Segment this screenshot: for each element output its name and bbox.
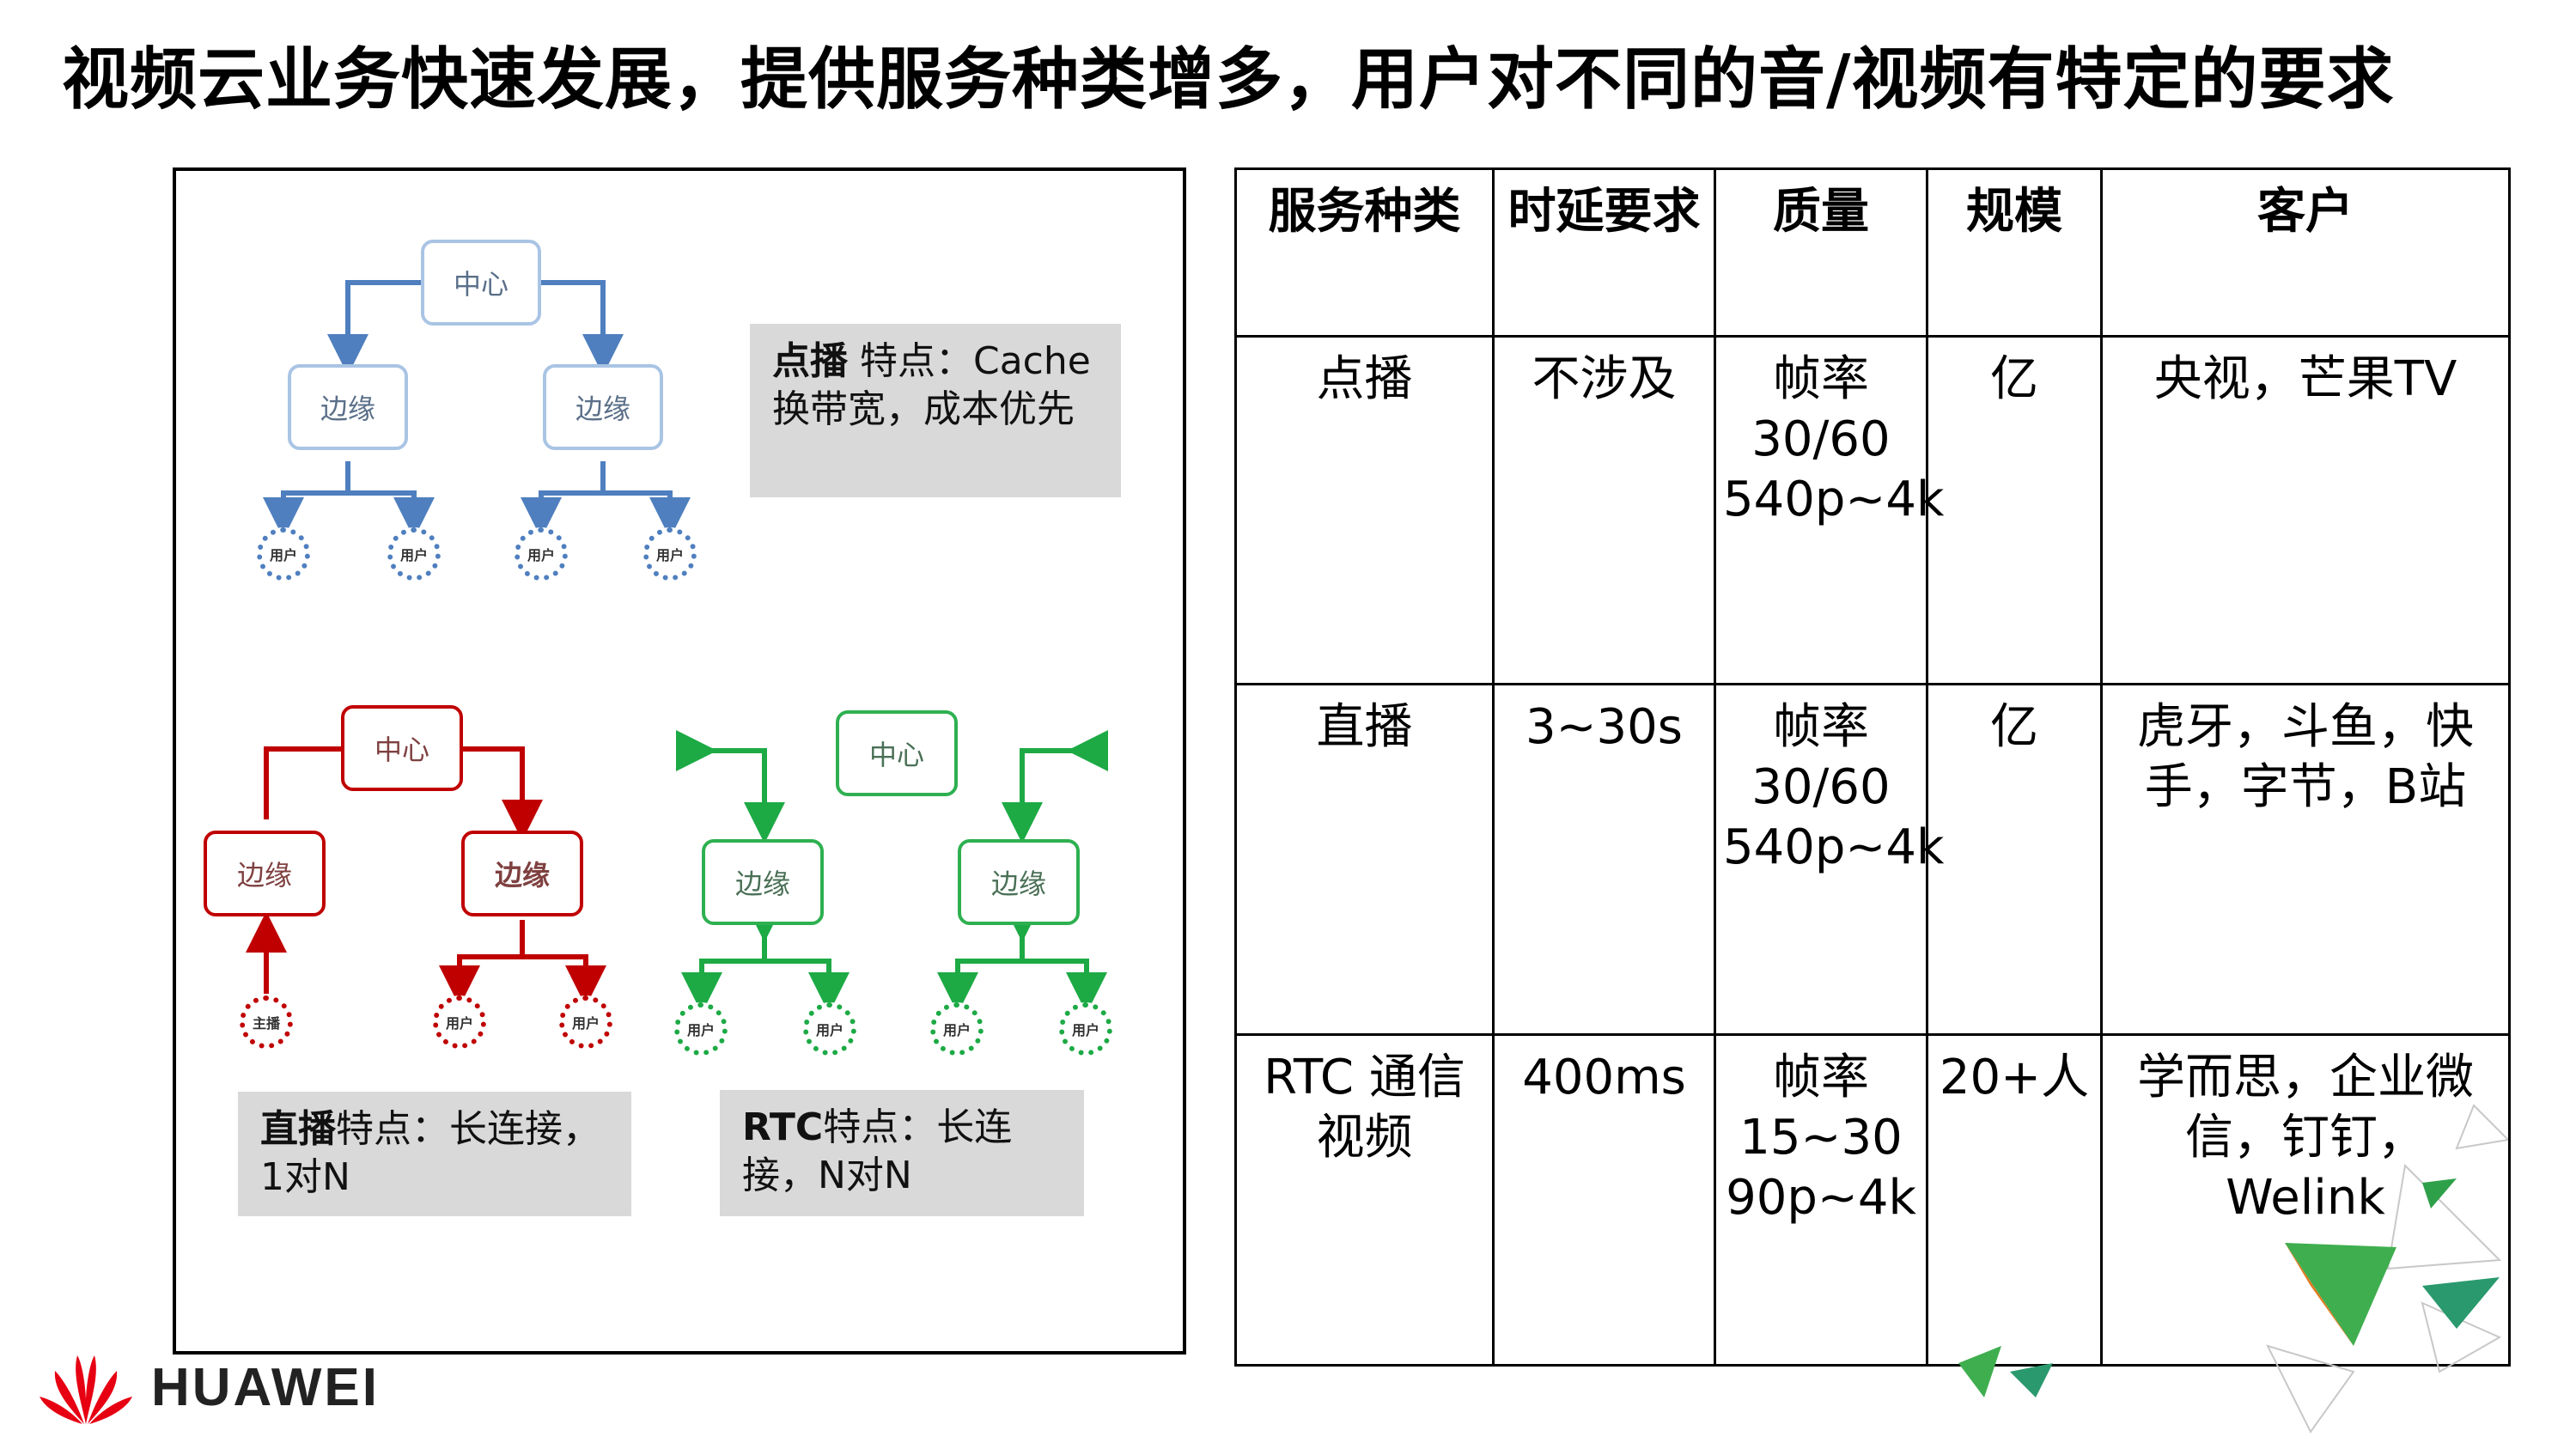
cell-scale: 20+人 — [1926, 1033, 2103, 1367]
logo-text: HUAWEI — [151, 1357, 380, 1417]
table-row: 点播 不涉及 帧率30/60 540p~4k 亿 央视，芒果TV — [1234, 335, 2511, 685]
header-service-type: 服务种类 — [1234, 167, 1495, 338]
cell-latency: 不涉及 — [1492, 335, 1716, 685]
rtc-center-node: 中心 — [836, 710, 958, 796]
page-title: 视频云业务快速发展，提供服务种类增多，用户对不同的音/视频有特定的要求 — [62, 41, 2395, 119]
huawei-logo: HUAWEI — [34, 1349, 380, 1426]
header-scale: 规模 — [1926, 167, 2103, 338]
rtc-note-text: 特点：长连接，N对N — [742, 1105, 1013, 1197]
service-comparison-table: 服务种类 时延要求 质量 规模 客户 点播 不涉及 帧率30/60 540p~4… — [1234, 167, 2511, 1367]
vod-user-node: 用户 — [387, 527, 441, 581]
live-user-node: 用户 — [433, 995, 486, 1049]
cell-quality: 帧率15~30 90p~4k — [1714, 1033, 1928, 1367]
decorative-triangles — [1958, 1104, 2508, 1434]
live-edge-left-node: 边缘 — [204, 831, 326, 916]
live-center-node: 中心 — [341, 705, 463, 791]
rtc-user-node: 用户 — [803, 1002, 856, 1056]
live-note-title: 直播 — [260, 1107, 336, 1151]
rtc-user-node: 用户 — [1059, 1002, 1112, 1056]
header-latency: 时延要求 — [1492, 167, 1716, 338]
rtc-edge-right-node: 边缘 — [958, 839, 1080, 925]
vod-user-node: 用户 — [643, 527, 697, 581]
live-note-text: 特点：长连接，1对N — [260, 1107, 600, 1199]
rtc-user-node: 用户 — [930, 1002, 984, 1056]
vod-edge-left-node: 边缘 — [288, 364, 408, 450]
cell-scale: 亿 — [1926, 683, 2103, 1036]
architecture-diagram-panel: 中心 边缘 边缘 用户 用户 用户 用户 点播 特点：Cache换带宽，成本优先… — [173, 167, 1186, 1355]
live-feature-note: 直播特点：长连接，1对N — [238, 1092, 631, 1216]
cell-scale: 亿 — [1926, 335, 2103, 685]
cell-customer: 央视，芒果TV — [2100, 335, 2511, 685]
vod-center-node: 中心 — [421, 240, 541, 326]
cell-service-type: RTC 通信视频 — [1234, 1033, 1495, 1367]
cell-latency: 3~30s — [1492, 683, 1716, 1036]
vod-user-node: 用户 — [515, 527, 568, 581]
live-edge-right-node: 边缘 — [461, 831, 583, 916]
live-anchor-node: 主播 — [240, 995, 293, 1049]
cell-service-type: 直播 — [1234, 683, 1495, 1036]
cell-customer: 虎牙，斗鱼，快手，字节，B站 — [2100, 683, 2511, 1036]
vod-note-text: 特点：Cache换带宽，成本优先 — [772, 339, 1091, 431]
rtc-edge-left-node: 边缘 — [702, 839, 824, 925]
table-row: 直播 3~30s 帧率30/60 540p~4k 亿 虎牙，斗鱼，快手，字节，B… — [1234, 683, 2511, 1036]
header-customer: 客户 — [2100, 167, 2511, 338]
cell-quality: 帧率30/60 540p~4k — [1714, 335, 1944, 685]
huawei-petal-logo-icon — [40, 1355, 132, 1424]
vod-user-node: 用户 — [257, 527, 310, 581]
vod-feature-note: 点播 特点：Cache换带宽，成本优先 — [750, 324, 1121, 497]
header-quality: 质量 — [1714, 167, 1928, 338]
rtc-feature-note: RTC特点：长连接，N对N — [720, 1090, 1084, 1216]
vod-note-title: 点播 — [772, 339, 848, 383]
rtc-note-title: RTC — [742, 1105, 824, 1149]
cell-quality: 帧率30/60 540p~4k — [1714, 683, 1944, 1036]
cell-latency: 400ms — [1492, 1033, 1716, 1367]
vod-edge-right-node: 边缘 — [543, 364, 663, 450]
connector-lines — [246, 280, 1108, 1014]
cell-service-type: 点播 — [1234, 335, 1495, 685]
live-user-node: 用户 — [559, 995, 612, 1049]
rtc-user-node: 用户 — [674, 1002, 728, 1056]
table-header-row: 服务种类 时延要求 质量 规模 客户 — [1234, 167, 2511, 338]
